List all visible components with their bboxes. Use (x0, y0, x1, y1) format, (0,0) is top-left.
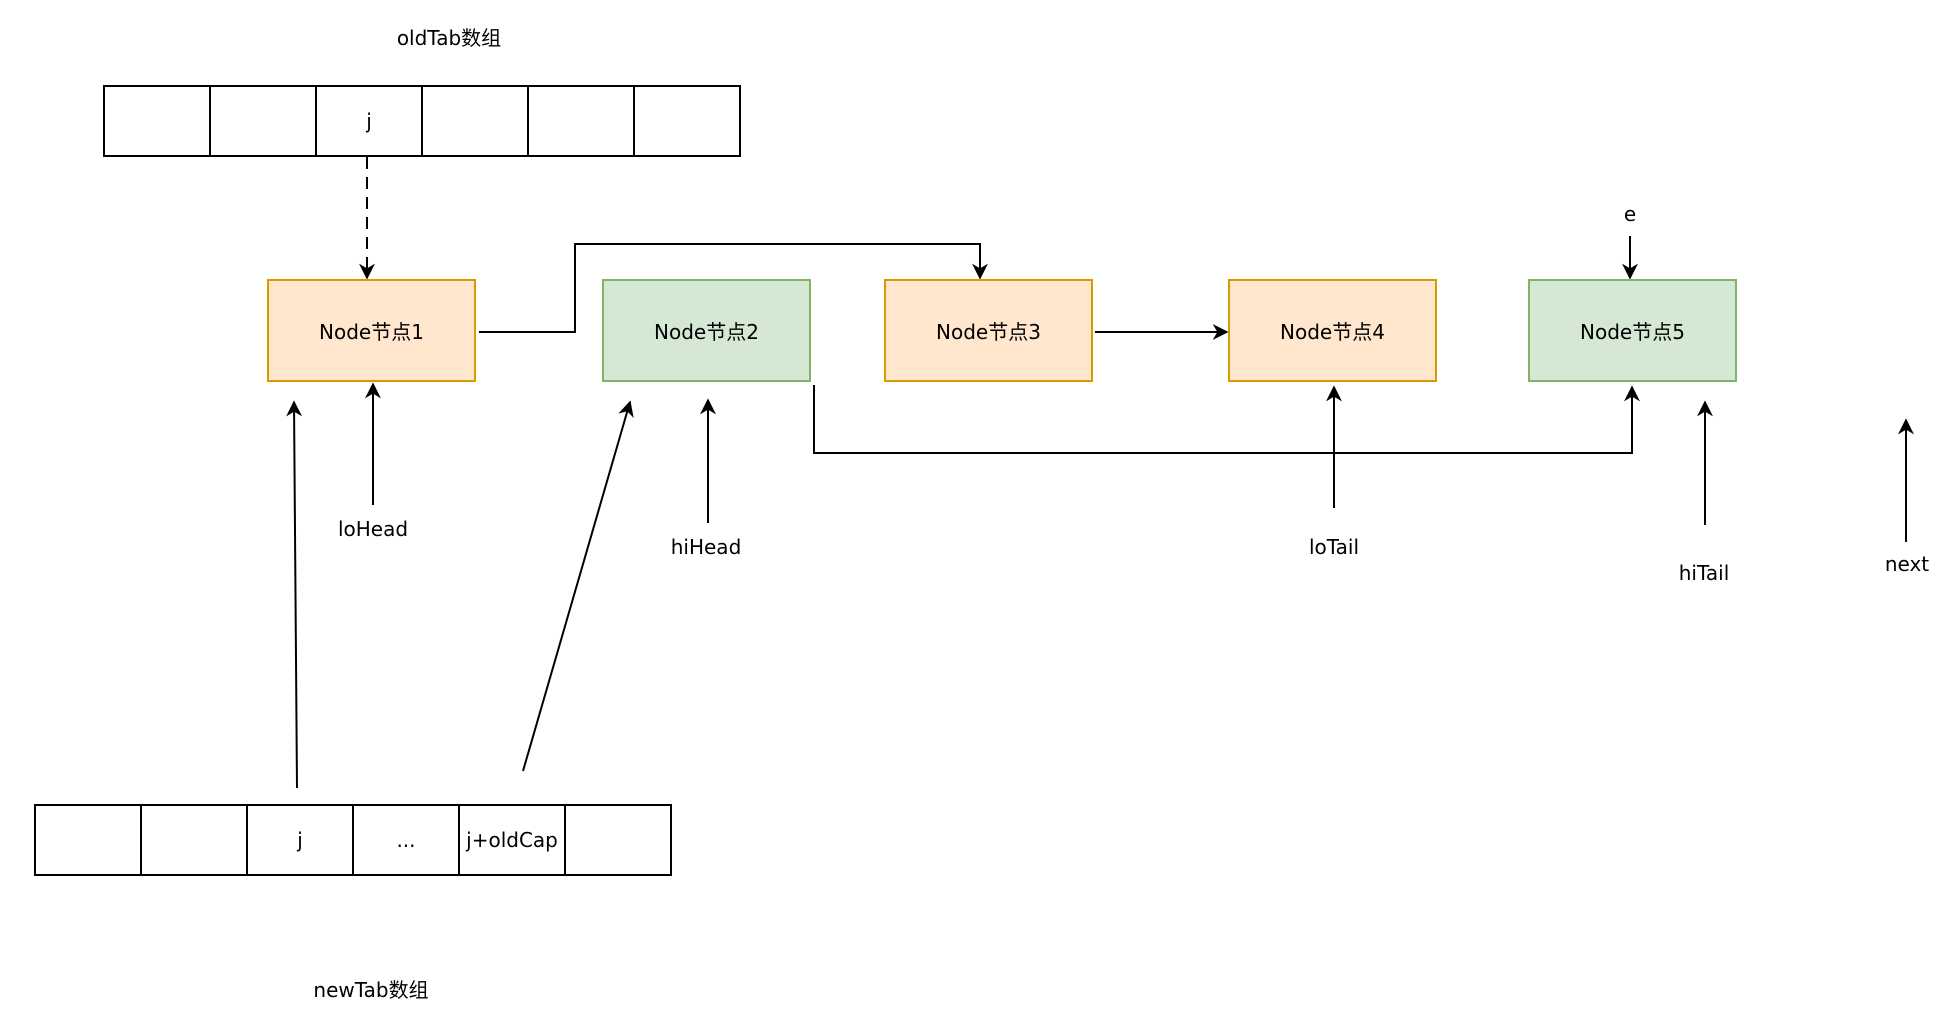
hitail-label: hiTail (1678, 561, 1730, 585)
node-1: Node节点1 (267, 279, 476, 382)
lohead-label: loHead (337, 517, 409, 541)
newtab-cell (564, 804, 672, 876)
newtab-array-label: newTab数组 (313, 978, 429, 1002)
oldtab-cell (527, 85, 635, 157)
newtab-cell-j-oldcap: j+oldCap (458, 804, 566, 876)
oldtab-cell (633, 85, 741, 157)
node-2: Node节点2 (602, 279, 811, 382)
newtab-cell (140, 804, 248, 876)
lotail-label: loTail (1308, 535, 1360, 559)
e-pointer-label: e (1623, 202, 1637, 226)
oldtab-cell (103, 85, 211, 157)
newtab-cell-ellipsis: ... (352, 804, 460, 876)
oldtab-array-label: oldTab数组 (396, 26, 502, 50)
newtab-array: j ... j+oldCap (34, 804, 672, 876)
oldtab-cell-j: j (315, 85, 423, 157)
newtab-j-to-node1-arrow (286, 400, 303, 789)
node-4: Node节点4 (1228, 279, 1437, 382)
next-label: next (1884, 552, 1930, 576)
node-3: Node节点3 (884, 279, 1093, 382)
oldtab-array: j (103, 85, 741, 157)
node2-to-node5-link (813, 385, 1640, 454)
newtab-joldcap-to-node2-arrow (522, 400, 634, 772)
oldtab-cell (209, 85, 317, 157)
oldtab-cell (421, 85, 529, 157)
newtab-cell-j: j (246, 804, 354, 876)
node-5: Node节点5 (1528, 279, 1737, 382)
hihead-label: hiHead (670, 535, 742, 559)
newtab-cell (34, 804, 142, 876)
